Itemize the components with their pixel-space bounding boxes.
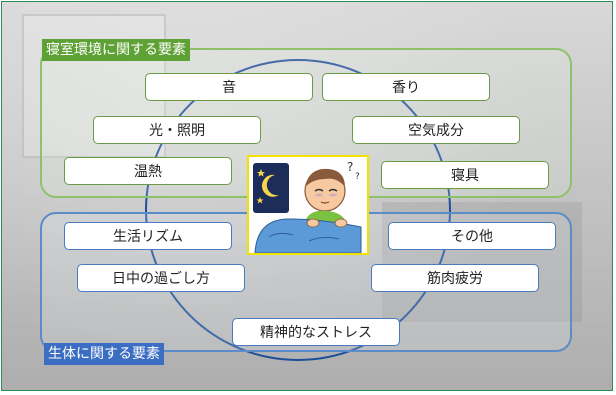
factor-daytime: 日中の過ごし方: [77, 264, 245, 292]
sleepless-person-illustration: ? ?: [253, 160, 362, 253]
factor-scent: 香り: [322, 73, 490, 101]
svg-text:?: ?: [355, 172, 360, 182]
factor-muscle-fatigue: 筋肉疲労: [371, 264, 539, 292]
factor-mental-stress: 精神的なストレス: [232, 318, 400, 346]
factor-circle: [145, 59, 451, 361]
factor-air: 空気成分: [352, 116, 520, 144]
factor-other: その他: [388, 222, 556, 250]
factor-light: 光・照明: [93, 116, 261, 144]
factor-life-rhythm: 生活リズム: [64, 222, 232, 250]
environment-group-label: 寝室環境に関する要素: [42, 39, 190, 61]
sleepless-person-icon: ? ?: [247, 155, 369, 255]
factor-temperature: 温熱: [64, 157, 232, 185]
factor-bedding: 寝具: [381, 161, 549, 189]
svg-text:?: ?: [347, 160, 353, 174]
factor-sound: 音: [145, 73, 313, 101]
body-group-label: 生体に関する要素: [44, 343, 164, 365]
